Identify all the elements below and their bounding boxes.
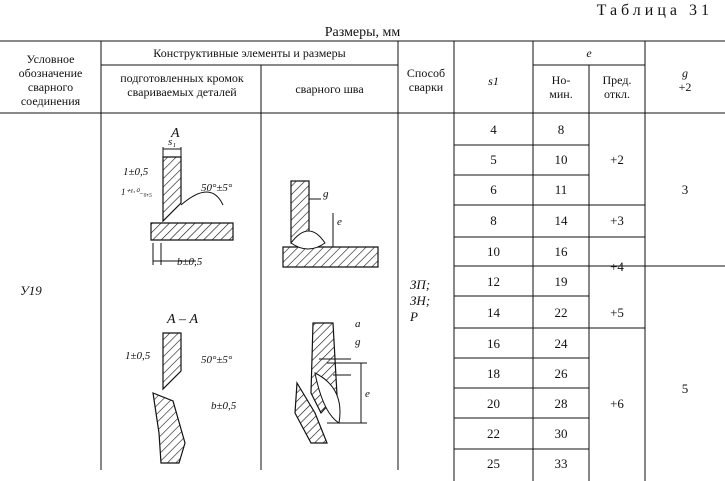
label-g-upper: g (323, 188, 329, 200)
e-tolerance: +4 (610, 259, 624, 274)
header-method: Способ сварки (406, 66, 446, 94)
s1-value: 25 (487, 456, 500, 471)
label-view-a: А (170, 126, 180, 141)
header-g: g (682, 66, 688, 80)
label-angle: 50°±5° (201, 182, 233, 194)
lower-weld-curved-plate (294, 381, 328, 444)
e-tolerance: +3 (610, 213, 624, 228)
e-nominal: 11 (554, 182, 568, 197)
label-b-lower: b±0,5 (211, 400, 237, 412)
label-s1: s₁ (168, 136, 176, 148)
g-value: 5 (681, 381, 689, 396)
table-title: Таблица 31 (596, 2, 713, 19)
label-a: a (355, 318, 361, 330)
e-tolerance: +6 (610, 396, 624, 411)
s1-value: 5 (490, 152, 497, 167)
header-designation: Условное обозначение сварного соединения (18, 52, 83, 108)
e-tolerance: +2 (610, 152, 624, 167)
welding-method: ЗП; ЗН; Р (410, 277, 450, 325)
e-nominal: 30 (554, 426, 568, 441)
weld-base-plate (282, 246, 379, 268)
e-nominal: 28 (554, 396, 568, 411)
g-value: 3 (681, 182, 689, 197)
label-b: b±0,5 (177, 256, 203, 268)
header-s1: s1 (488, 74, 499, 88)
e-nominal: 8 (557, 122, 565, 137)
s1-value: 6 (490, 182, 497, 197)
s1-value: 4 (490, 122, 497, 137)
base-plate (150, 222, 234, 241)
s1-value: 12 (487, 274, 500, 289)
label-gap-lower: 1±0,5 (125, 350, 151, 362)
upper-weld-bead (290, 230, 326, 250)
label-g-lower: g (355, 336, 361, 348)
s1-value: 18 (487, 366, 500, 381)
units-caption: Размеры, мм (324, 25, 401, 40)
vertical-plate (162, 156, 182, 223)
e-nominal: 22 (554, 305, 568, 320)
header-tolerance: Пред. откл. (602, 73, 632, 101)
header-g-tolerance: +2 (678, 80, 692, 94)
lower-curved-plate (152, 392, 186, 464)
header-e: e (586, 46, 592, 60)
s1-value: 20 (487, 396, 500, 411)
label-view-aa: А – А (166, 312, 199, 327)
label-e-lower: e (365, 388, 370, 400)
header-nominal: Но- мин. (549, 73, 573, 101)
e-nominal: 33 (554, 456, 568, 471)
label-e-upper: e (337, 216, 342, 228)
e-nominal: 16 (554, 244, 568, 259)
label-angle-lower: 50°±5° (201, 354, 233, 366)
e-nominal: 10 (554, 152, 568, 167)
s1-value: 10 (487, 244, 500, 259)
s1-value: 14 (487, 305, 500, 320)
header-weld: сварного шва (295, 82, 364, 96)
e-nominal: 14 (554, 213, 568, 228)
weld-drawings: А s₁ 1±0,5 50°±5° 1⁺¹·⁰₋₀,₅ b±0,5 g e А … (121, 126, 379, 464)
e-nominal: 24 (554, 336, 568, 351)
method-item: ЗП; (410, 277, 431, 292)
header-constructive: Конструктивные элементы и размеры (153, 46, 346, 60)
label-gap: 1±0,5 (123, 166, 149, 178)
joint-designation: У19 (20, 283, 42, 298)
header-prepared-edges: подготовленных кромок свариваемых детале… (120, 71, 244, 99)
e-nominal: 19 (554, 274, 568, 289)
lower-vertical-plate (162, 332, 182, 391)
e-nominal: 26 (554, 366, 568, 381)
s1-value: 16 (487, 336, 500, 351)
method-item: ЗН; (410, 293, 431, 308)
s1-value: 22 (487, 426, 500, 441)
s1-value: 8 (490, 213, 497, 228)
method-item: Р (410, 309, 418, 324)
label-root: 1⁺¹·⁰₋₀,₅ (121, 187, 152, 197)
e-tolerance: +5 (610, 305, 624, 320)
